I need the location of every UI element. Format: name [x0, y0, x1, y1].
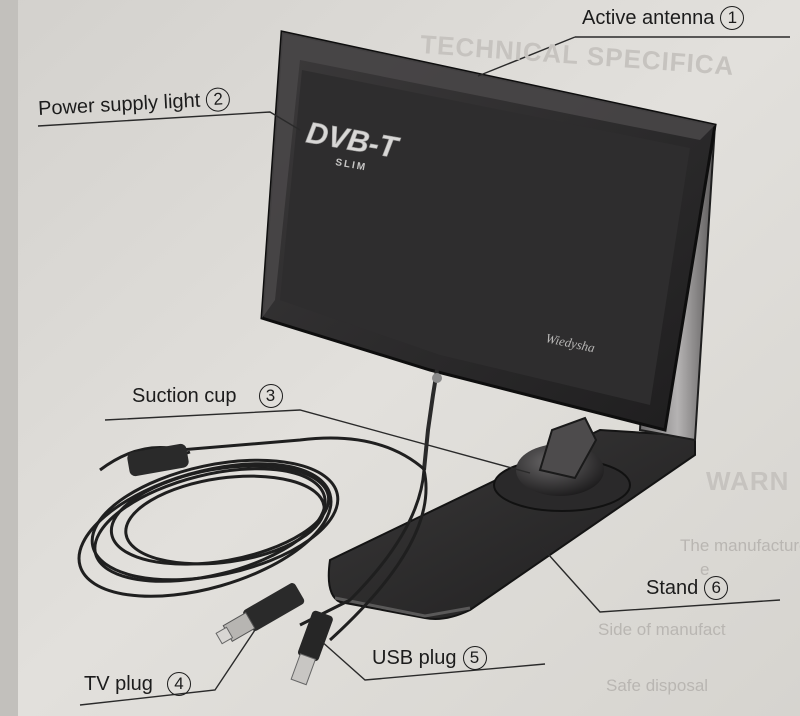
- tv-plug: [215, 583, 305, 645]
- callout-number: 1: [720, 6, 745, 30]
- callout-number: 2: [205, 86, 231, 113]
- usb-plug: [290, 610, 333, 686]
- callout-label: TV plug: [84, 672, 153, 695]
- callout-number: 4: [166, 672, 191, 696]
- antenna-logo-sub: SLIM: [334, 157, 367, 173]
- bleed-line: The manufacture: [680, 536, 800, 555]
- callout-number: 5: [462, 646, 487, 670]
- callout-usb-plug: USB plug 5: [372, 646, 487, 670]
- suction-cup-arm: [538, 416, 598, 480]
- bleed-line: e: [700, 560, 710, 579]
- callout-suction-cup: Suction cup 3: [132, 384, 283, 408]
- bleed-line: Safe disposal: [606, 676, 709, 695]
- coiled-cable: [77, 436, 428, 642]
- bleed-line: Side of manufact: [598, 620, 726, 639]
- callout-label: Suction cup: [132, 384, 237, 407]
- callout-label: USB plug: [372, 646, 457, 669]
- antenna-frame-bevel: [262, 32, 715, 318]
- callout-number: 3: [258, 384, 283, 408]
- callout-number: 6: [704, 576, 729, 600]
- cable-ferrite: [127, 443, 189, 477]
- callout-label: Active antenna: [582, 6, 715, 29]
- callout-active-antenna: Active antenna 1: [582, 6, 745, 30]
- bleed-heading-warning: WARN: [706, 466, 790, 496]
- page-crease-shadow: [0, 0, 18, 716]
- callout-stand: Stand 6: [646, 576, 729, 600]
- antenna-panel-inner: [280, 70, 690, 405]
- callout-label: Stand: [646, 576, 699, 599]
- cable-grommet: [432, 373, 442, 383]
- leader-lines: [37, 36, 790, 706]
- callout-tv-plug: TV plug 4: [84, 672, 191, 696]
